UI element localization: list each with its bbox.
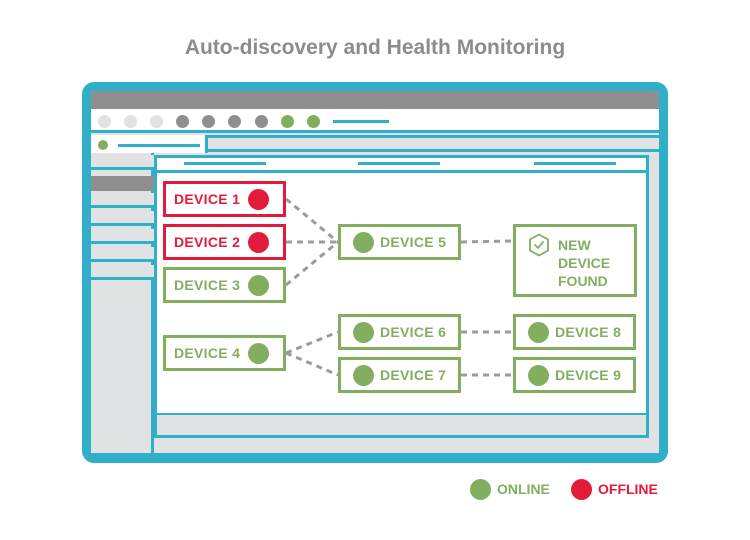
toolbar-dot-dark[interactable]: [228, 115, 241, 128]
legend-offline-dot-icon: [571, 479, 592, 500]
status-dot-icon: [528, 321, 549, 343]
column-header-line[interactable]: [358, 162, 440, 165]
status-bar: [154, 415, 649, 438]
status-dot-icon: [248, 188, 270, 210]
new-device-line-3: FOUND: [558, 273, 608, 289]
device-node[interactable]: DEVICE 5: [338, 224, 461, 260]
status-dot-icon: [353, 364, 374, 386]
sidebar-item-selected[interactable]: [91, 176, 154, 191]
column-header-row: [154, 155, 649, 173]
device-node[interactable]: DEVICE 9: [513, 357, 636, 393]
tab-label-line: [118, 144, 200, 147]
toolbar-dot-dark[interactable]: [202, 115, 215, 128]
legend-offline-label: OFFLINE: [598, 481, 658, 497]
sidebar-item[interactable]: [91, 247, 154, 262]
column-header-line[interactable]: [534, 162, 616, 165]
device-label: DEVICE 5: [380, 234, 447, 250]
status-dot-icon: [353, 321, 374, 343]
toolbar-dot-dark[interactable]: [176, 115, 189, 128]
diagram-title: Auto-discovery and Health Monitoring: [184, 36, 566, 59]
status-dot-icon: [528, 364, 549, 386]
toolbar-dot-light[interactable]: [124, 115, 137, 128]
device-label: DEVICE 7: [380, 367, 447, 383]
device-node[interactable]: DEVICE 3: [163, 267, 286, 303]
device-label: DEVICE 4: [174, 345, 241, 361]
scrollbar-track[interactable]: [649, 153, 659, 453]
new-device-line-2: DEVICE: [558, 255, 611, 271]
device-node[interactable]: DEVICE 4: [163, 335, 286, 371]
new-device-found-node[interactable]: NEW DEVICE FOUND: [513, 224, 637, 297]
status-dot-icon: [248, 274, 270, 296]
device-node[interactable]: DEVICE 8: [513, 314, 636, 350]
sidebar-item[interactable]: [91, 229, 154, 244]
window-titlebar: [91, 91, 659, 109]
footer-bar: [154, 438, 649, 453]
connection-line-d4-d6: [285, 330, 339, 355]
toolbar-dot-green[interactable]: [307, 115, 320, 128]
device-label: DEVICE 1: [174, 191, 241, 207]
tab-status-dot: [98, 140, 108, 150]
legend-online-dot-icon: [470, 479, 491, 500]
device-label: DEVICE 9: [555, 367, 622, 383]
tab-strip: [208, 135, 659, 152]
device-node[interactable]: DEVICE 7: [338, 357, 461, 393]
status-dot-icon: [248, 231, 270, 253]
column-header-line[interactable]: [184, 162, 266, 165]
device-node[interactable]: DEVICE 2: [163, 224, 286, 260]
device-label: DEVICE 2: [174, 234, 241, 250]
status-dot-icon: [353, 231, 374, 253]
sidebar-item[interactable]: [91, 193, 154, 208]
new-device-line-1: NEW: [558, 237, 591, 253]
legend-online-label: ONLINE: [497, 481, 550, 497]
sidebar-item[interactable]: [91, 211, 154, 226]
sidebar-item[interactable]: [91, 265, 154, 280]
device-label: DEVICE 6: [380, 324, 447, 340]
connection-line-d5-new: [460, 239, 514, 244]
device-label: DEVICE 8: [555, 324, 622, 340]
connection-line-d4-d7: [285, 351, 339, 377]
device-label: DEVICE 3: [174, 277, 241, 293]
hexagon-check-icon: [529, 233, 549, 257]
toolbar-dot-green[interactable]: [281, 115, 294, 128]
connection-line-d3-d5: [285, 240, 339, 287]
toolbar-placeholder-line: [333, 120, 389, 123]
device-node[interactable]: DEVICE 6: [338, 314, 461, 350]
status-dot-icon: [248, 342, 270, 364]
connection-line-d1-d5: [285, 197, 339, 244]
sidebar-item[interactable]: [91, 155, 154, 170]
toolbar-dot-dark[interactable]: [255, 115, 268, 128]
toolbar-dot-light[interactable]: [150, 115, 163, 128]
device-node[interactable]: DEVICE 1: [163, 181, 286, 217]
toolbar-dot-light[interactable]: [98, 115, 111, 128]
